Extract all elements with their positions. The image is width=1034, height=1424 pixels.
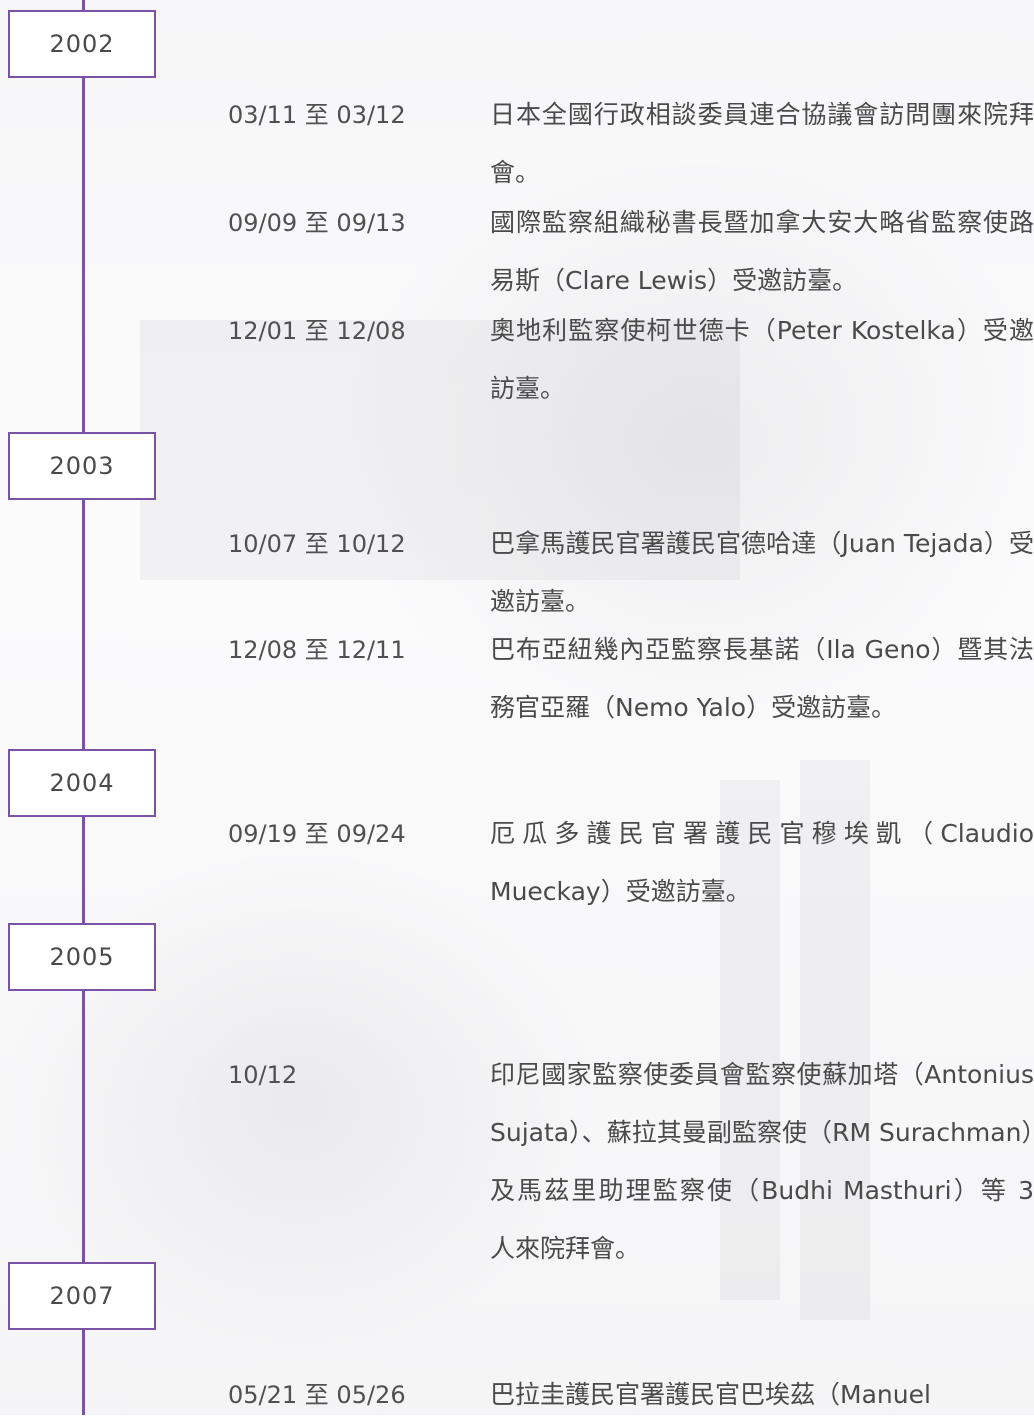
- background-pillar: [140, 320, 740, 580]
- event-description: 巴拉圭護民官署護民官巴埃茲（Manuel: [490, 1380, 931, 1409]
- year-box-2003: 2003: [8, 432, 156, 500]
- event-date: 09/09 至 09/13: [228, 209, 406, 237]
- year-box-2007: 2007: [8, 1262, 156, 1330]
- event-date: 10/12: [228, 1061, 298, 1089]
- year-box-2002: 2002: [8, 10, 156, 78]
- event-date: 10/07 至 10/12: [228, 530, 406, 558]
- event-date: 09/19 至 09/24: [228, 820, 406, 848]
- event-date: 05/21 至 05/26: [228, 1381, 406, 1409]
- event-date: 12/01 至 12/08: [228, 317, 406, 345]
- event-date: 03/11 至 03/12: [228, 101, 406, 129]
- year-box-2005: 2005: [8, 923, 156, 991]
- event-description: 厄瓜多護民官署護民官穆埃凱（Claudio Mueckay）受邀訪臺。: [490, 819, 1034, 906]
- event-description: 印尼國家監察使委員會監察使蘇加塔（Antonius Sujata）、蘇拉其曼副監…: [490, 1060, 1034, 1263]
- event-description: 日本全國行政相談委員連合協議會訪問團來院拜會。: [490, 100, 1034, 187]
- year-box-2004: 2004: [8, 749, 156, 817]
- event-description: 國際監察組織秘書長暨加拿大安大略省監察使路易斯（Clare Lewis）受邀訪臺…: [490, 208, 1034, 295]
- timeline-line: [82, 0, 85, 1415]
- event-date: 12/08 至 12/11: [228, 636, 406, 664]
- background-pillar: [720, 780, 780, 1300]
- event-description: 巴拿馬護民官署護民官德哈達（Juan Tejada）受邀訪臺。: [490, 529, 1034, 616]
- event-description: 奧地利監察使柯世德卡（Peter Kostelka）受邀訪臺。: [490, 316, 1034, 403]
- background-pillar: [800, 760, 870, 1320]
- event-description: 巴布亞紐幾內亞監察長基諾（Ila Geno）暨其法務官亞羅（Nemo Yalo）…: [490, 635, 1034, 722]
